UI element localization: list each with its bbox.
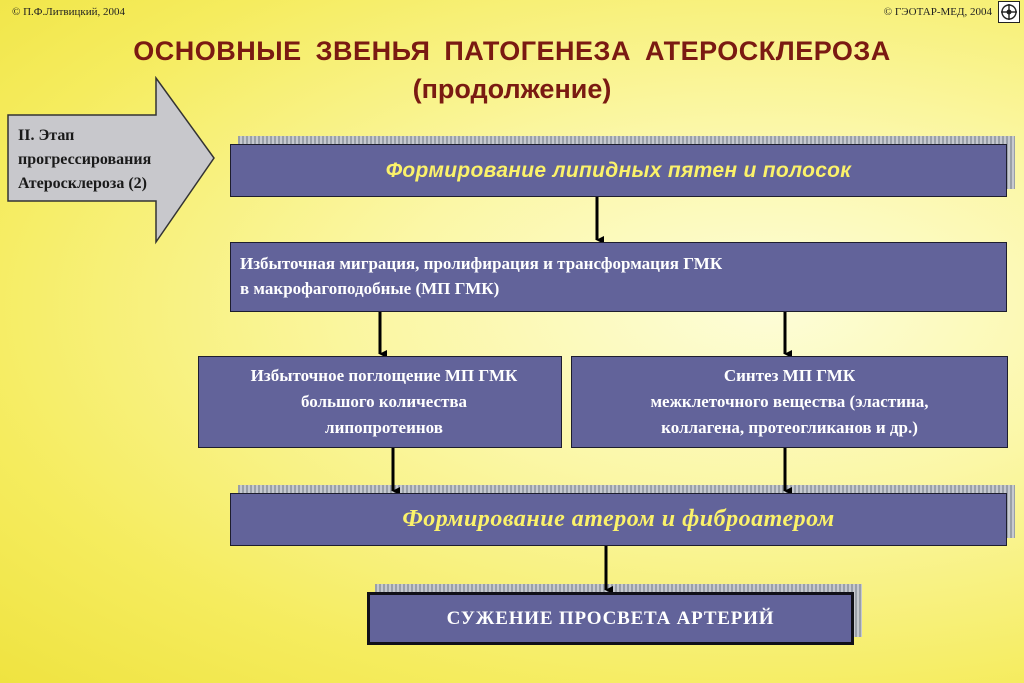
uptake-line: липопротеинов <box>325 418 443 437</box>
publisher-emblem-icon <box>998 1 1020 23</box>
lipid-spots-box: Формирование липидных пятен и полосок <box>230 144 1007 197</box>
uptake-line: большого количества <box>300 392 468 411</box>
page-subtitle: (продолжение) <box>412 74 612 104</box>
stage-label-line: Атеросклероза (2) <box>18 175 147 192</box>
migration-line: Избыточная миграция, пролифирация и тран… <box>240 254 723 273</box>
migration-box: Избыточная миграция, пролифирация и тран… <box>230 242 1007 312</box>
uptake-box: Избыточное поглощение МП ГМК большого ко… <box>198 356 562 448</box>
uptake-line: Избыточное поглощение МП ГМК <box>250 366 518 385</box>
synthesis-line: Синтез МП ГМК <box>723 366 856 385</box>
page-title: ОСНОВНЫЕ ЗВЕНЬЯ ПАТОГЕНЕЗА АТЕРОСКЛЕРОЗА <box>133 36 891 66</box>
copyright-left: © П.Ф.Литвицкий, 2004 <box>12 6 125 18</box>
stage-arrow-shape <box>7 76 215 245</box>
migration-line: в макрофагоподобные (МП ГМК) <box>240 279 500 298</box>
stage-label-line: II. Этап <box>18 127 75 144</box>
stage-label: II. Этап прогрессирования Атеросклероза … <box>18 124 198 196</box>
copyright-right: © ГЭОТАР-МЕД, 2004 <box>883 6 992 18</box>
synthesis-box: Синтез МП ГМК межклеточного вещества (эл… <box>571 356 1008 448</box>
stage-label-line: прогрессирования <box>18 151 152 168</box>
artery-narrowing-box: СУЖЕНИЕ ПРОСВЕТА АРТЕРИЙ <box>367 592 854 645</box>
atheroma-box: Формирование атером и фиброатером <box>230 493 1007 546</box>
synthesis-line: коллагена, протеогликанов и др.) <box>661 418 918 437</box>
synthesis-line: межклеточного вещества (эластина, <box>650 392 929 411</box>
